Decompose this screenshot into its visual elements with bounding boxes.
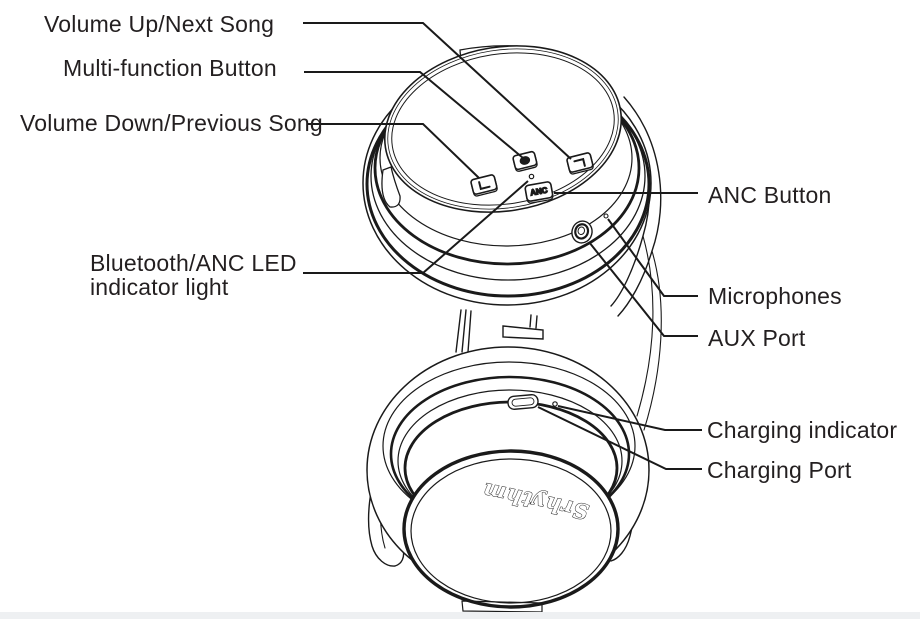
page-footer-strip	[0, 612, 920, 619]
microphones-callout-line	[607, 218, 698, 297]
volume-up-callout-line	[303, 22, 572, 160]
bottom-earcup: Srhythm	[366, 346, 650, 613]
callout-lines	[303, 22, 702, 470]
label-microphones: Microphones	[708, 283, 842, 309]
multi-function-button-graphic	[512, 150, 538, 172]
charging-led-dot	[552, 401, 558, 407]
next-track-icon	[573, 157, 586, 167]
led-indicator-dot	[528, 173, 535, 180]
volume-up-button-graphic	[566, 152, 594, 175]
charging-port-callout-line	[537, 406, 702, 470]
usb-c-port-graphic	[507, 394, 539, 410]
label-multi-function: Multi-function Button	[63, 55, 277, 81]
top-earcup: ANC	[362, 45, 662, 431]
label-charging-indicator: Charging indicator	[707, 417, 898, 443]
anc-button-graphic: ANC	[524, 181, 554, 204]
aux-port-graphic	[571, 220, 593, 244]
previous-track-icon	[478, 181, 491, 191]
label-charging-port: Charging Port	[707, 457, 852, 483]
headband-connector	[455, 309, 544, 353]
label-volume-down: Volume Down/Previous Song	[20, 110, 323, 136]
microphone-hole	[603, 213, 609, 219]
volume-down-callout-line	[307, 123, 480, 179]
anc-button-engraving: ANC	[530, 186, 549, 198]
label-volume-up: Volume Up/Next Song	[44, 11, 275, 37]
label-anc-button: ANC Button	[708, 182, 832, 208]
multi-function-callout-line	[304, 71, 524, 159]
label-aux-port: AUX Port	[708, 325, 806, 351]
hinge-tab-left	[381, 166, 401, 208]
charging-indicator-callout-line	[557, 405, 702, 431]
bt-led-callout-line	[303, 180, 529, 274]
label-bt-led: Bluetooth/ANC LED indicator light	[90, 250, 297, 300]
volume-down-button-graphic	[470, 174, 498, 197]
aux-port-callout-line	[588, 241, 698, 337]
power-dot-icon	[519, 156, 531, 165]
ear-pad	[402, 449, 620, 609]
